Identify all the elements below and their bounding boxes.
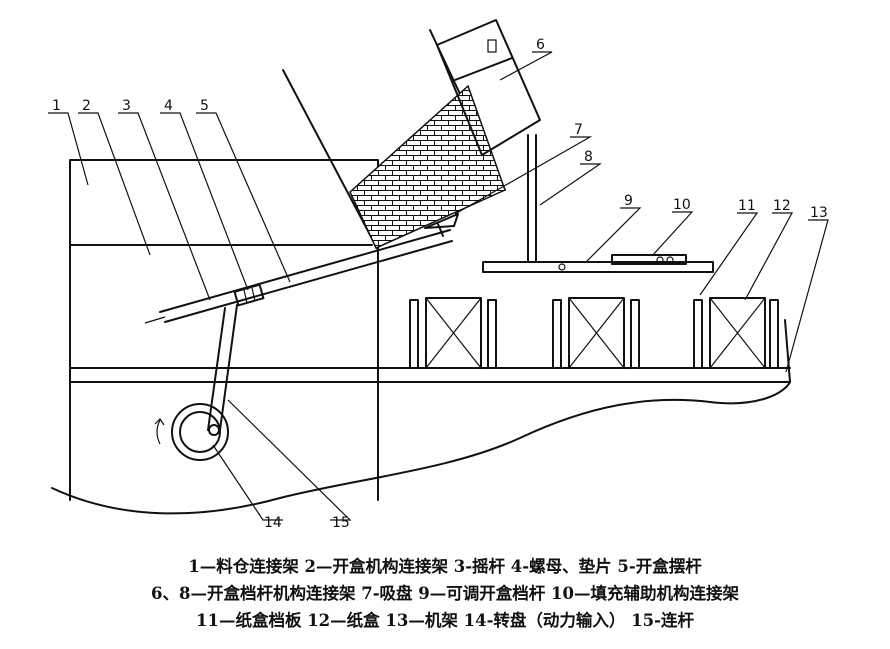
label-15: 15 xyxy=(332,515,350,531)
mechanism-diagram: 1 2 3 4 5 6 7 8 9 10 11 12 13 14 15 xyxy=(48,19,829,531)
label-12: 12 xyxy=(773,198,791,214)
caption-line-2: 6、8—开盒档杆机构连接架 7-吸盘 9—可调开盒档杆 10—填充辅助机构连接架 xyxy=(151,584,739,603)
carton-baffles xyxy=(409,297,779,369)
caption-line-1: 1—料仓连接架 2—开盒机构连接架 3-摇杆 4-螺母、垫片 5-开盒摆杆 xyxy=(188,557,702,576)
caption-line-3: 11—纸盒档板 12—纸盒 13—机架 14-转盘（动力输入） 15-连杆 xyxy=(196,611,694,630)
label-6: 6 xyxy=(536,37,545,53)
hopper-frame xyxy=(69,159,379,383)
label-1: 1 xyxy=(52,98,61,114)
swing-arm xyxy=(144,229,453,324)
suction-cup xyxy=(424,213,459,237)
label-13: 13 xyxy=(810,205,828,221)
baffle-rod xyxy=(482,254,714,273)
label-8: 8 xyxy=(584,149,593,165)
carton-stack xyxy=(349,84,506,249)
label-11: 11 xyxy=(738,198,756,214)
label-5: 5 xyxy=(200,98,209,114)
label-9: 9 xyxy=(624,193,633,209)
turntable xyxy=(154,403,229,461)
label-14: 14 xyxy=(264,515,282,531)
label-7: 7 xyxy=(574,122,583,138)
figure-caption: 1—料仓连接架 2—开盒机构连接架 3-摇杆 4-螺母、垫片 5-开盒摆杆 6、… xyxy=(0,553,890,634)
label-10: 10 xyxy=(673,197,691,213)
label-3: 3 xyxy=(122,98,131,114)
label-4: 4 xyxy=(164,98,173,114)
frame-8 xyxy=(527,134,537,263)
machine-frame xyxy=(51,319,791,515)
frame-6 xyxy=(436,19,541,156)
label-2: 2 xyxy=(82,98,91,114)
part-labels: 1 2 3 4 5 6 7 8 9 10 11 12 13 14 15 xyxy=(52,37,828,531)
leader-lines xyxy=(48,51,829,521)
